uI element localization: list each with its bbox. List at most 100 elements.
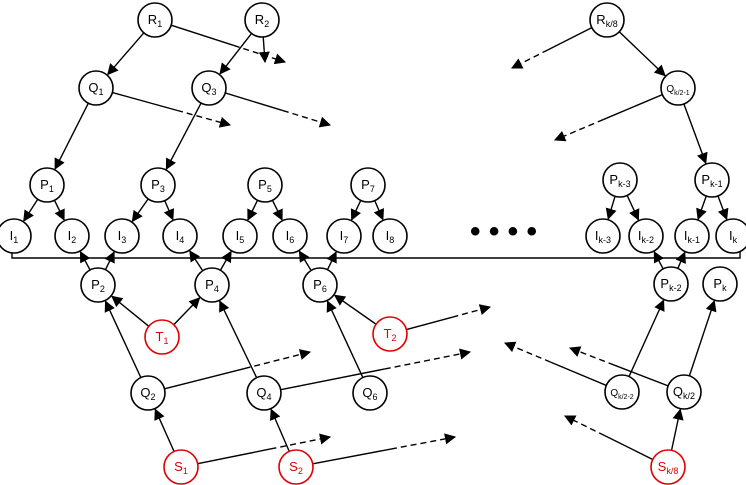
node-label-base: I [729, 228, 733, 243]
node-label-subscript: k [733, 235, 738, 245]
node-label-subscript: 7 [370, 184, 375, 194]
node-label-base: Q [88, 80, 98, 95]
node-p3: P3 [140, 167, 176, 203]
node-p2: P2 [80, 267, 116, 303]
edge-P4-to-I4 [189, 250, 204, 272]
node-ik1: Ik-1 [674, 218, 710, 254]
node-label: I1 [10, 228, 19, 245]
edge-T1-to-P4 [173, 297, 201, 326]
node-label-base: P [660, 276, 669, 291]
edge-P6-to-I6 [298, 250, 312, 271]
edge-S2-to-Q4 [270, 408, 290, 452]
edge-Q4-to-P4 [219, 300, 258, 378]
node-label: P5 [258, 177, 272, 194]
node-q1: Q1 [78, 70, 114, 106]
node-r2: R2 [244, 2, 280, 38]
node-label: P2 [91, 277, 105, 294]
node-p6: P6 [302, 267, 338, 303]
node-label-base: T [384, 326, 392, 341]
node-pk1: Pk-1 [694, 162, 730, 198]
node-label-base: Q [666, 84, 674, 95]
node-label: P7 [361, 177, 375, 194]
node-label-base: Q [140, 385, 150, 400]
node-label-base: R [255, 12, 264, 27]
dangling-edge-Q2 [164, 349, 312, 390]
node-label-base: Q [256, 385, 266, 400]
dangling-edges-layer [112, 24, 669, 465]
node-label-subscript: 1 [49, 184, 54, 194]
node-label-subscript: 1 [157, 19, 162, 29]
edge-P7-to-I8 [373, 200, 385, 221]
node-label-base: P [313, 277, 322, 292]
node-label-base: P [361, 177, 370, 192]
node-label-subscript: k [722, 283, 727, 293]
node-label-base: Q [362, 385, 372, 400]
edge-Pk2-to-Ik2 [653, 250, 664, 270]
edge-Qk2-to-Pk [688, 300, 717, 377]
node-label: Ik-3 [595, 228, 611, 245]
node-label: T1 [156, 329, 169, 346]
ellipsis-dots: • • • • [470, 215, 537, 248]
node-label-base: P [91, 277, 100, 292]
node-label-subscript: k-2 [669, 283, 682, 293]
node-label-base: I [340, 228, 344, 243]
node-label-subscript: k-1 [710, 179, 723, 189]
edge-P1-to-I1 [23, 198, 39, 222]
node-pk3: Pk-3 [602, 162, 638, 198]
edge-Q2-to-P2 [104, 300, 142, 378]
node-label-subscript: 2 [391, 333, 396, 343]
dangling-edge-Q4 [280, 348, 472, 391]
node-label-subscript: 1 [183, 466, 188, 476]
edge-Pk3-to-Ik2 [626, 195, 640, 221]
node-label-subscript: k-2 [642, 235, 655, 245]
node-label-subscript: 3 [212, 87, 217, 97]
node-label-base: P [151, 177, 160, 192]
edge-R1-to-Q1 [107, 32, 145, 76]
dangling-edge-Q3 [225, 92, 332, 128]
node-label-subscript: k/8 [606, 19, 618, 29]
edge-P4-to-I5 [219, 250, 232, 271]
node-qk2: Qk/2 [666, 374, 702, 410]
node-i6: I6 [272, 218, 308, 254]
node-label-base: R [596, 12, 605, 27]
node-q6: Q6 [352, 375, 388, 411]
edge-P1-to-I2 [53, 199, 65, 221]
node-label-base: S [658, 459, 667, 474]
node-label-subscript: k-3 [599, 235, 612, 245]
node-label-subscript: 7 [343, 235, 348, 245]
edge-T1-to-P2 [111, 295, 150, 327]
node-label-subscript: k-3 [618, 179, 631, 189]
edge-P6-to-I7 [326, 251, 337, 271]
dangling-edge-S1 [197, 433, 332, 465]
edge-Rk8-to-Qk21 [618, 31, 666, 77]
node-ik3: Ik-3 [585, 218, 621, 254]
node-label-subscript: 4 [179, 235, 184, 245]
edge-P2-to-I2 [79, 250, 91, 271]
node-label: P6 [313, 277, 327, 294]
node-label-base: P [205, 277, 214, 292]
node-label-subscript: 4 [267, 392, 272, 402]
node-s1: S1 [163, 449, 199, 485]
edge-Q3-to-P3 [165, 102, 202, 171]
node-label: T2 [384, 326, 397, 343]
node-label: Pk-1 [701, 172, 722, 189]
node-sk8: Sk/8 [650, 449, 686, 485]
node-label-base: I [684, 228, 688, 243]
node-i1: I1 [0, 218, 32, 254]
node-label-subscript: 5 [267, 184, 272, 194]
node-label-subscript: 2 [151, 392, 156, 402]
node-label: S2 [289, 459, 303, 476]
dangling-edge-S2 [312, 433, 457, 465]
node-i7: I7 [326, 218, 362, 254]
node-label-base: R [148, 12, 157, 27]
node-label: Pk-2 [660, 276, 681, 293]
node-label-subscript: k-1 [688, 235, 701, 245]
node-i8: I8 [372, 218, 408, 254]
node-label-subscript: 6 [322, 284, 327, 294]
node-label-base: P [40, 177, 49, 192]
dangling-edge-Rk8 [511, 27, 593, 69]
node-label: Q4 [256, 385, 271, 402]
node-label-base: I [176, 228, 180, 243]
dangling-edge-R2 [258, 36, 270, 64]
